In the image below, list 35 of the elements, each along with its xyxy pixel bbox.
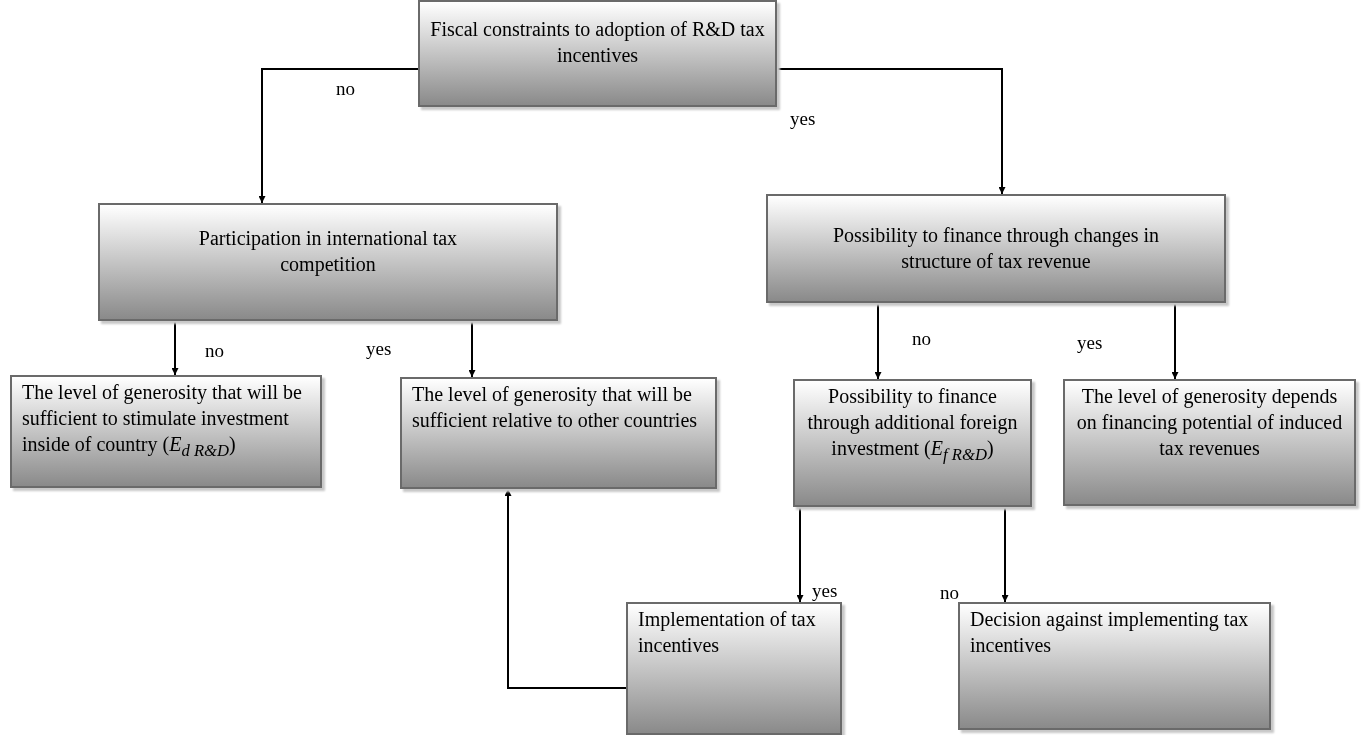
arrow <box>171 320 179 376</box>
process-box <box>766 194 1226 303</box>
arrow <box>504 488 627 689</box>
arrow <box>776 68 1006 195</box>
arrow <box>874 302 882 380</box>
process-box <box>626 602 842 735</box>
box-text: Possibility to finance through additional foreign investment (E$_{f R&D}$) <box>806 384 1019 466</box>
process-box <box>400 377 717 489</box>
process-box <box>10 375 322 488</box>
process-box <box>793 379 1032 507</box>
box-text: Possibility to finance through changes in structure of tax revenue <box>831 223 1161 274</box>
process-box <box>418 0 777 107</box>
box-text: The level of generosity that will be sufficient relative to other countries <box>412 382 699 433</box>
box-text: The level of generosity that will be sufficient to stimulate investment inside of country (E$_{d R&D}$) <box>22 380 303 462</box>
edge-label: yes <box>1077 332 1103 354</box>
edge-label: no <box>205 340 224 362</box>
edge-label: yes <box>790 108 816 130</box>
edge-label: no <box>336 78 355 100</box>
process-box <box>1063 379 1356 506</box>
edge-label: yes <box>812 580 838 602</box>
arrow <box>1171 302 1179 380</box>
box-text: The level of generosity depends on financing potential of induced tax revenues <box>1075 384 1344 461</box>
edge-label: no <box>912 328 931 350</box>
box-text: Decision against implementing tax incentives <box>970 607 1250 658</box>
edge-label: yes <box>366 338 392 360</box>
box-text: Implementation of tax incentives <box>638 607 817 658</box>
arrow <box>796 506 804 603</box>
edge-label: no <box>940 582 959 604</box>
arrow <box>258 68 419 204</box>
arrow <box>468 320 476 378</box>
arrow <box>1001 506 1009 603</box>
box-text: Fiscal constraints to adoption of R&D tax incentives <box>430 17 765 68</box>
process-box <box>98 203 558 321</box>
process-box <box>958 602 1271 730</box>
box-text: Participation in international tax competition <box>197 226 459 277</box>
